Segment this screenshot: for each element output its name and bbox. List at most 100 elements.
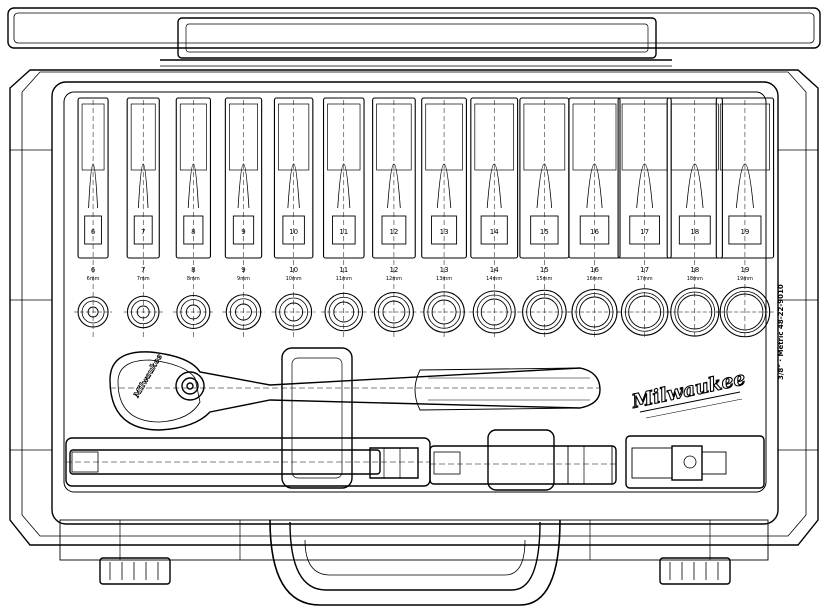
shallow-socket-10: 10 10mm	[271, 266, 316, 331]
shallow-socket-sub-label: 8mm	[187, 276, 200, 282]
deep-socket-pocket	[273, 97, 314, 259]
deep-socket-shape	[88, 163, 98, 209]
shallow-socket-14: 14 14mm	[469, 266, 520, 334]
deep-socket-size-label: 6	[91, 228, 96, 236]
shallow-socket-size-label: 10	[289, 266, 298, 274]
brand-logo-text: Milwaukee	[629, 367, 747, 413]
shallow-socket-size-label: 9	[241, 266, 245, 274]
deep-socket-size-label: 15	[540, 228, 549, 236]
deep-socket-shape	[287, 163, 300, 209]
deep-socket-size-label: 14	[490, 228, 499, 236]
deep-socket-pocket	[322, 97, 365, 259]
deep-socket-10: 10	[273, 97, 314, 340]
deep-socket-size-label: 7	[141, 228, 145, 236]
deep-socket-pocket	[666, 97, 723, 259]
deep-socket-shape	[735, 163, 754, 209]
shallow-socket-sub-label: 18mm	[687, 276, 703, 282]
deep-socket-shape	[337, 163, 351, 209]
brand-logo: Milwaukee	[629, 367, 748, 419]
deep-socket-8: 8	[175, 97, 212, 340]
deep-socket-shape	[436, 163, 452, 209]
deep-socket-size-label: 12	[389, 228, 398, 236]
deep-socket-size-label: 19	[740, 228, 749, 236]
shallow-socket-sub-label: 7mm	[137, 276, 150, 282]
deep-socket-shape	[536, 163, 553, 209]
deep-socket-pocket	[421, 97, 467, 259]
deep-socket-9: 9	[224, 97, 263, 340]
shallow-socket-11: 11 11mm	[321, 266, 367, 332]
deep-socket-size-label: 17	[640, 228, 649, 236]
shallow-socket-size-label: 11	[339, 266, 348, 274]
extension-long	[65, 437, 431, 487]
case-shell	[9, 69, 819, 546]
deep-socket-shape	[586, 163, 603, 209]
deep-socket-shape	[387, 163, 401, 209]
deep-socket-pocket	[224, 97, 263, 259]
shallow-socket-size-label: 8	[191, 266, 195, 274]
shallow-socket-size-label: 17	[640, 266, 649, 274]
shallow-socket-size-label: 15	[540, 266, 549, 274]
case-lid	[7, 7, 821, 67]
shallow-socket-sub-label: 10mm	[286, 276, 302, 282]
shallow-socket-size-label: 12	[389, 266, 398, 274]
shallow-socket-13: 13 13mm	[419, 266, 469, 333]
shallow-socket-sub-label: 6mm	[87, 276, 100, 282]
deep-socket-pocket	[175, 97, 212, 259]
deep-socket-7: 7	[126, 97, 160, 340]
deep-socket-pocket	[617, 97, 672, 259]
shallow-socket-sub-label: 9mm	[237, 276, 250, 282]
deep-socket-pocket	[715, 97, 775, 259]
shallow-socket-size-label: 7	[141, 266, 145, 274]
shallow-socket-sub-label: 15mm	[536, 276, 552, 282]
shallow-socket-size-label: 14	[490, 266, 499, 274]
deep-socket-size-label: 9	[241, 228, 245, 236]
ratchet-logo: Milwaukee	[131, 352, 164, 400]
shallow-socket-size-label: 18	[690, 266, 699, 274]
deep-socket-shape	[686, 163, 704, 209]
deep-socket-size-label: 10	[289, 228, 298, 236]
shallow-socket-sub-label: 19mm	[737, 276, 753, 282]
shallow-socket-12: 12 12mm	[370, 266, 418, 333]
deep-socket-17: 17	[617, 97, 672, 340]
extension-short	[429, 429, 617, 491]
deep-socket-pocket	[126, 97, 160, 259]
deep-socket-size-label: 11	[339, 228, 348, 236]
deep-socket-14: 14	[470, 97, 519, 340]
shallow-socket-sub-label: 16mm	[586, 276, 602, 282]
deep-socket-shape	[187, 163, 199, 209]
deep-socket-15: 15	[519, 97, 570, 340]
shallow-socket-19: 19 19mm	[716, 266, 774, 338]
shallow-socket-sub-label: 17mm	[637, 276, 653, 282]
deep-socket-12: 12	[372, 97, 416, 340]
deep-socket-16: 16	[568, 97, 621, 340]
deep-socket-pocket	[77, 97, 109, 259]
shallow-socket-sub-label: 12mm	[386, 276, 402, 282]
deep-socket-13: 13	[421, 97, 467, 340]
shallow-socket-size-label: 19	[740, 266, 749, 274]
deep-socket-shape	[137, 163, 149, 209]
deep-socket-shape	[486, 163, 502, 209]
shallow-socket-sub-label: 11mm	[336, 276, 352, 282]
deep-socket-shape	[237, 163, 250, 209]
deep-socket-19: 19	[715, 97, 775, 340]
deep-socket-18: 18	[666, 97, 723, 340]
shallow-socket-bore	[726, 293, 764, 331]
kit-side-label: 3/8" · Metric 48-22-9010	[777, 284, 785, 380]
deep-socket-shape	[636, 163, 654, 209]
shallow-socket-row: 66mm77mm88mm99mm1010mm1111mm1212mm1313mm…	[74, 266, 774, 338]
shallow-socket-size-label: 13	[440, 266, 449, 274]
deep-socket-size-label: 16	[590, 228, 599, 236]
shallow-socket-sub-label: 13mm	[436, 276, 452, 282]
deep-socket-pocket	[372, 97, 416, 259]
deep-socket-11: 11	[322, 97, 365, 340]
shallow-socket-sub-label: 14mm	[486, 276, 502, 282]
deep-socket-pocket	[568, 97, 621, 259]
deep-socket-size-label: 8	[191, 228, 195, 236]
